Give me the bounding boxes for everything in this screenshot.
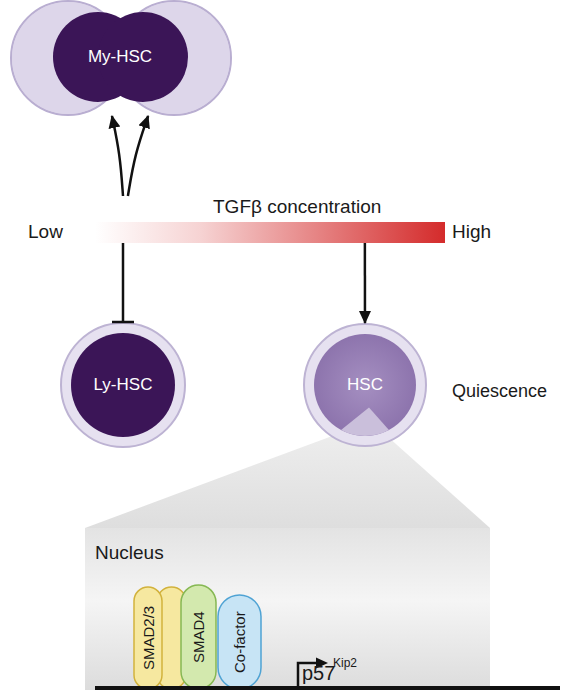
- quiescent-hsc: HSC: [303, 323, 427, 447]
- gene-superscript: Kip2: [333, 656, 357, 670]
- lymphoid-hsc: Ly-HSC: [60, 322, 186, 448]
- cofactor-protein: Co-factor: [217, 594, 262, 690]
- protein-shape: [218, 595, 261, 689]
- cell-membrane: [304, 324, 426, 446]
- gradient-bar: [95, 222, 445, 243]
- protein-label: SMAD2/3: [133, 586, 163, 690]
- protein-shape: [181, 585, 216, 689]
- edge-group: [112, 243, 134, 322]
- protein-label: Co-factor: [217, 594, 262, 690]
- tgfb-gradient-bar: TGFβ concentration: [95, 196, 445, 243]
- nucleus-panel: NucleusSMAD2/3 SMAD4Co-factor: [85, 528, 490, 690]
- cell-label: My-HSC: [60, 37, 180, 77]
- smad-protein: SMAD4: [180, 584, 217, 690]
- protein-shape: [134, 587, 162, 689]
- cell-label: HSC: [303, 323, 427, 447]
- activation-arrow: [112, 116, 123, 196]
- axis-title: TGFβ concentration: [213, 196, 381, 218]
- state-label: Quiescence: [452, 381, 547, 402]
- dividing-myeloid-hsc: My-HSC: [8, 0, 234, 116]
- edge-group: [112, 116, 123, 196]
- activation-arrow: [364, 243, 367, 323]
- edge-group: [364, 243, 365, 323]
- scale-end-label: Low: [28, 221, 63, 243]
- gene-name: p57: [302, 662, 335, 685]
- edge-group: [128, 116, 148, 196]
- scale-end-label: High: [452, 221, 491, 243]
- activation-arrow: [128, 116, 148, 196]
- inhibition-line: [122, 243, 125, 322]
- protein-label: SMAD4: [180, 584, 217, 690]
- smad-protein: SMAD2/3: [133, 586, 187, 690]
- cell-label: Ly-HSC: [60, 322, 186, 448]
- panel-title: Nucleus: [95, 542, 164, 564]
- zoom-source: [341, 408, 389, 436]
- cell-membrane: [61, 323, 185, 447]
